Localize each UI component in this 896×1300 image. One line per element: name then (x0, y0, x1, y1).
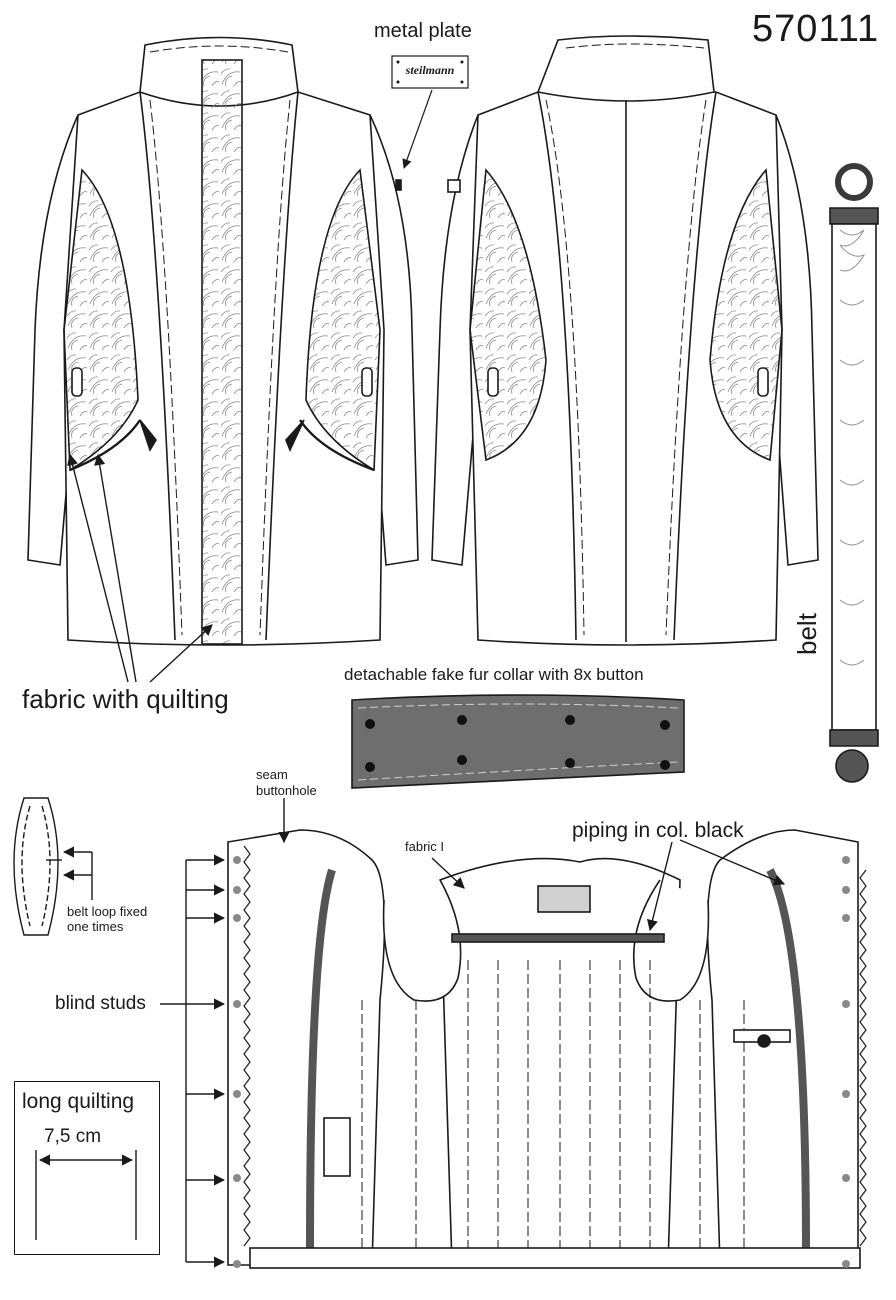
piping-left (306, 868, 336, 1251)
front-left-quilt-panel (63, 168, 139, 472)
blind-studs-label: blind studs (55, 993, 146, 1014)
zipper-left (243, 845, 251, 1247)
front-placket (201, 59, 243, 645)
inside-hem-band (249, 1247, 861, 1269)
piping-right (766, 868, 810, 1251)
zipper-right (859, 869, 867, 1247)
long-quilting-width: 7,5 cm (44, 1126, 102, 1147)
belt-ring (835, 163, 873, 201)
piping-label: piping in col. black (572, 819, 744, 842)
fabric-with-quilting-label: fabric with quilting (22, 684, 229, 714)
quilting-pointer-arrows (67, 453, 213, 683)
inside-pocket (323, 1117, 351, 1177)
back-left-sleeve (431, 114, 483, 566)
back-right-sleeve (769, 114, 819, 566)
metal-plate-badge (391, 55, 469, 89)
long-quilting-dimension (35, 1150, 137, 1240)
blind-studs-arrows (160, 798, 786, 1268)
inside-right-front (706, 829, 859, 1266)
belt-label: belt (792, 613, 822, 655)
belt-strap (831, 223, 877, 731)
belt-loop-label: belt loop fixed one times (67, 904, 148, 934)
fur-collar-label: detachable fake fur collar with 8x butto… (344, 665, 644, 684)
long-quilting-title: long quilting (22, 1090, 135, 1113)
back-sleeve-label (447, 179, 461, 193)
fabric-i-label: fabric I (405, 839, 445, 854)
long-quilting-box (14, 1081, 160, 1255)
metal-plate-label: metal plate (374, 20, 472, 42)
fur-collar-drawing (351, 694, 685, 789)
piping-horizontal (451, 933, 665, 943)
coat-inside-view (227, 829, 867, 1269)
belt-button (835, 749, 869, 783)
coat-back-view (431, 35, 819, 646)
back-collar (536, 35, 715, 102)
belt-loop-drawing (13, 797, 93, 936)
inside-label-plate (537, 885, 591, 913)
coat-front-view (27, 36, 419, 646)
style-number: 570111 (752, 8, 880, 50)
belt-drawing (829, 163, 879, 783)
seam-buttonhole-label: seam buttonhole (256, 767, 317, 798)
front-right-quilt-panel (305, 168, 381, 472)
plate-logo-text: steilmann (405, 63, 455, 77)
